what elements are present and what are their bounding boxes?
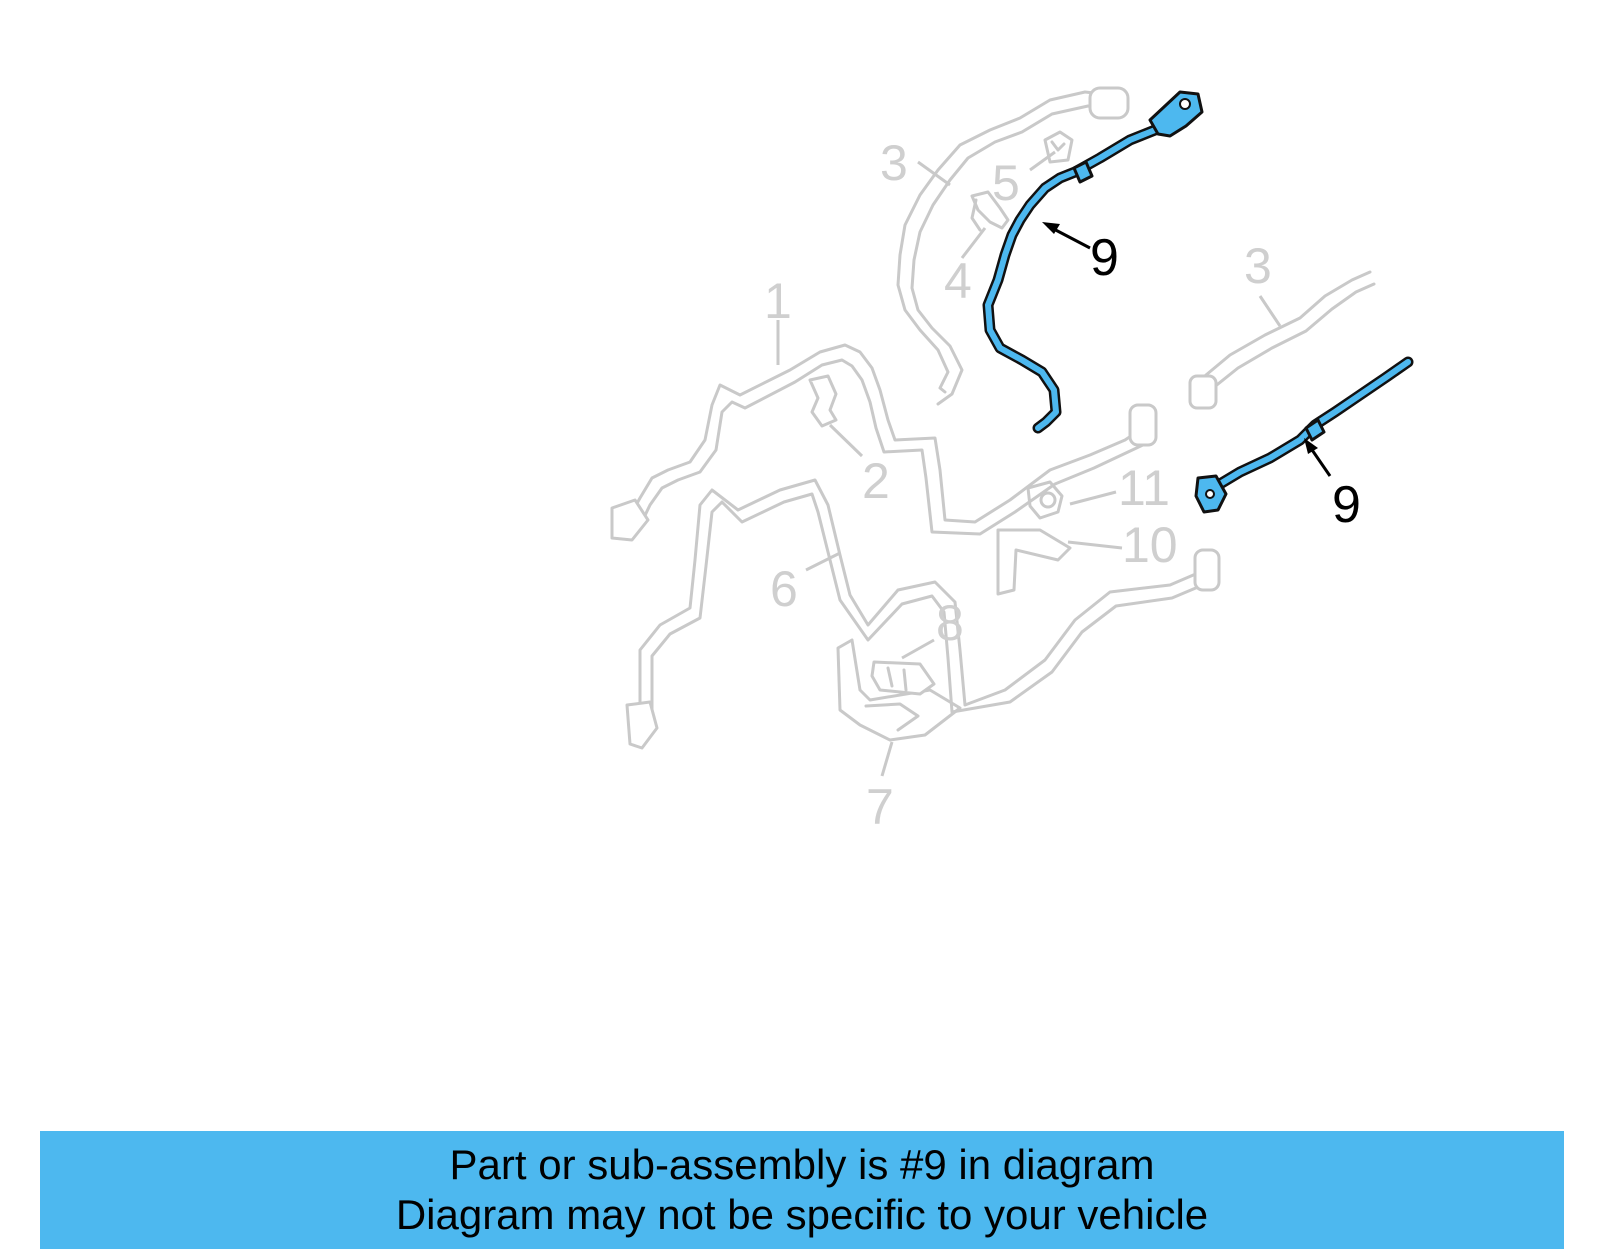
part-9-upper-line[interactable] (982, 90, 1204, 434)
lower-line-fitting-icon (625, 700, 659, 750)
callout-7: 7 (866, 779, 894, 835)
part-3-right-hose (1188, 270, 1376, 410)
leader-6 (805, 551, 841, 572)
part-10-bracket (996, 528, 1072, 596)
part-7-bracket (836, 638, 962, 742)
callout-11: 11 (1118, 460, 1170, 516)
part-5-clip (1043, 130, 1074, 164)
callout-5: 5 (992, 155, 1020, 211)
leader-8 (901, 638, 935, 660)
arrowhead-icon (1304, 438, 1318, 454)
upper-line-crimp-icon (1072, 160, 1094, 184)
callout-1: 1 (764, 273, 792, 329)
part-4-bracket (970, 190, 1010, 232)
banner-line-part-number: Part or sub-assembly is #9 in diagram (449, 1141, 1155, 1188)
part-2-clip (808, 374, 838, 428)
leader-5 (1029, 150, 1056, 172)
line-start-fitting-icon (610, 498, 650, 542)
part-6-lower-line (625, 478, 1221, 750)
part-11-clip (1026, 480, 1064, 520)
callout-9-upper: 9 (1090, 229, 1119, 287)
callout-9-right: 9 (1332, 476, 1361, 534)
callout-3-upper: 3 (880, 135, 908, 191)
part-1-pressure-line (610, 343, 1158, 542)
leader-7 (880, 741, 894, 777)
lower-line-end-fitting-icon (1193, 548, 1221, 592)
line-end-fitting-icon (1128, 403, 1158, 447)
fitting-bolt-hole-icon (1179, 98, 1191, 110)
leader-4 (960, 227, 987, 259)
leader-11 (1069, 490, 1117, 506)
part-9-right-line[interactable] (1194, 356, 1414, 514)
banner-line-disclaimer: Diagram may not be specific to your vehi… (395, 1191, 1209, 1238)
info-banner: Part or sub-assembly is #9 in diagram Di… (40, 1131, 1564, 1249)
callout-8: 8 (936, 595, 964, 651)
leader-2 (828, 423, 864, 458)
ghost-leaders (776, 150, 1282, 777)
ghost-labels: 1 2 3 3 4 5 6 7 8 10 11 (764, 135, 1272, 835)
leader-3a (917, 160, 951, 187)
highlight-leaders (1042, 222, 1332, 477)
part-3-upper-hose (896, 86, 1130, 406)
right-hose-fitting-icon (1188, 374, 1218, 410)
callout-6: 6 (770, 561, 798, 617)
leader-3b (1258, 295, 1282, 327)
right-line-crimp-icon (1304, 418, 1326, 442)
callout-4: 4 (944, 253, 972, 309)
hose-fitting-icon (1088, 86, 1130, 120)
part-8-block (870, 660, 936, 696)
right-fitting-bolt-hole-icon (1205, 489, 1215, 499)
callout-10: 10 (1122, 517, 1178, 573)
arrowhead-icon (1042, 222, 1060, 234)
ghost-parts (610, 86, 1376, 750)
upper-line-fitting-icon (1148, 90, 1204, 138)
callout-3-right: 3 (1244, 238, 1272, 294)
leader-10 (1067, 540, 1123, 550)
callout-2: 2 (862, 453, 890, 509)
